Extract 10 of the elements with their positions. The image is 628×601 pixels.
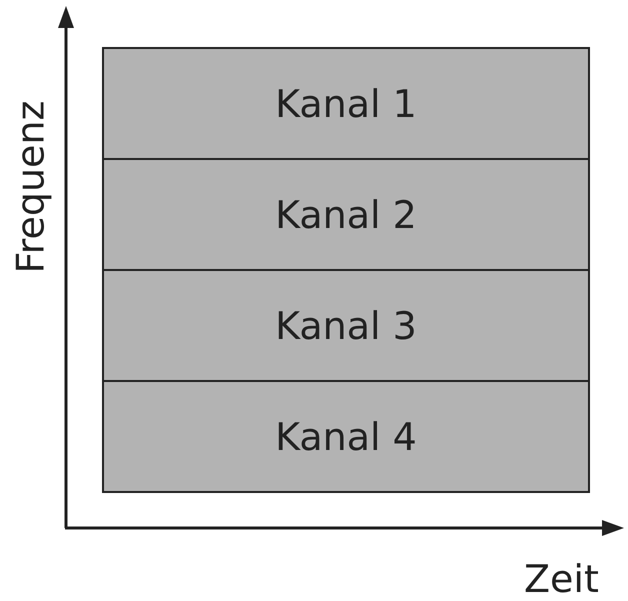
channel-band — [102, 47, 590, 160]
channel-band — [102, 380, 590, 493]
channel-band — [102, 269, 590, 382]
channel-label: Kanal 4 — [275, 418, 417, 456]
channel-band — [102, 158, 590, 271]
channel-label: Kanal 2 — [275, 196, 417, 234]
channel-label: Kanal 3 — [275, 306, 417, 344]
channel-label: Kanal 1 — [275, 84, 417, 122]
axis-label: Frequenz — [11, 100, 50, 274]
axis-label: Zeit — [524, 560, 599, 598]
